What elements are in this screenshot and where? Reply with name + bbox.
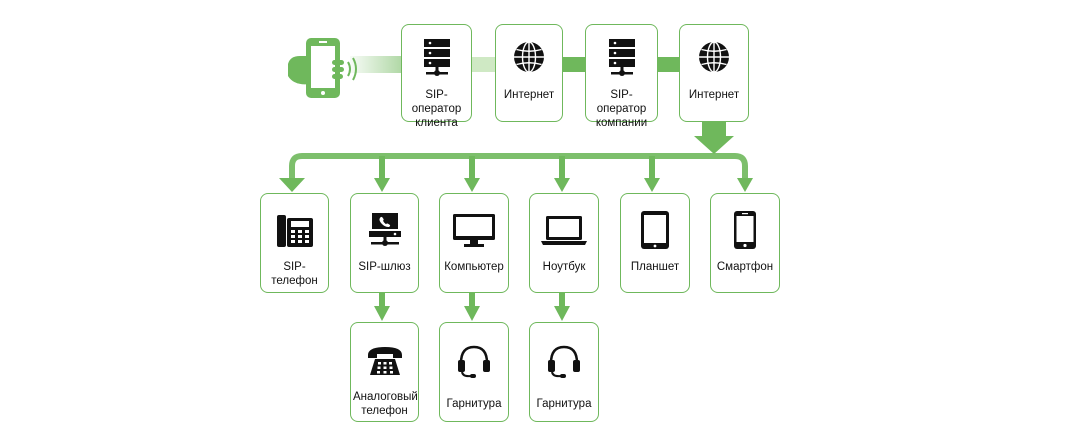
node-internet-2: Интернет bbox=[679, 24, 749, 122]
distribution-bus bbox=[289, 153, 748, 178]
tablet-icon bbox=[641, 211, 669, 249]
node-sip-gateway: SIP-шлюз bbox=[350, 193, 419, 293]
bottom-arrow-1 bbox=[374, 306, 390, 321]
top-link-2 bbox=[562, 57, 586, 72]
hand-holding-phone-icon bbox=[288, 38, 357, 98]
node-label: Гарнитура bbox=[446, 398, 502, 410]
top-link-1 bbox=[470, 57, 496, 72]
drop-arrow-2 bbox=[374, 178, 390, 192]
bottom-arrow-2 bbox=[464, 306, 480, 321]
node-label: SIP-телефон bbox=[271, 261, 318, 287]
node-label: SIP-оператор компании bbox=[595, 89, 648, 129]
node-internet-1: Интернет bbox=[495, 24, 563, 122]
server-icon bbox=[608, 39, 635, 76]
node-sip-operator-company: SIP-оператор компании bbox=[585, 24, 658, 129]
globe-icon bbox=[699, 41, 729, 73]
node-label: Интернет bbox=[688, 89, 740, 101]
headset-icon bbox=[458, 345, 490, 378]
headset-icon bbox=[548, 345, 580, 378]
main-arrow-head bbox=[694, 136, 734, 154]
node-sip-operator-client: SIP-оператор клиента bbox=[401, 24, 472, 129]
node-smartphone: Смартфон bbox=[710, 193, 780, 293]
node-label: Интернет bbox=[503, 89, 555, 101]
node-computer: Компьютер bbox=[439, 193, 509, 293]
node-label: Планшет bbox=[630, 261, 680, 273]
smartphone-icon bbox=[734, 211, 756, 249]
bottom-arrow-3 bbox=[554, 306, 570, 321]
server-icon bbox=[423, 39, 450, 76]
desk-phone-icon bbox=[276, 215, 313, 247]
drop-arrow-4 bbox=[554, 178, 570, 192]
node-label: Аналоговый телефон bbox=[353, 391, 418, 417]
node-label: Гарнитура bbox=[536, 398, 592, 410]
top-link-3 bbox=[657, 57, 681, 72]
node-laptop: Ноутбук bbox=[529, 193, 599, 293]
main-arrow-stem bbox=[702, 121, 726, 137]
node-label: Ноутбук bbox=[542, 261, 586, 273]
node-label: SIP-шлюз bbox=[358, 261, 411, 273]
node-sip-phone: SIP-телефон bbox=[260, 193, 329, 293]
globe-icon bbox=[514, 41, 544, 73]
monitor-icon bbox=[453, 214, 495, 247]
drop-arrow-5 bbox=[644, 178, 660, 192]
node-label: Компьютер bbox=[444, 261, 504, 273]
node-label: Смартфон bbox=[716, 261, 774, 273]
caller-link bbox=[350, 56, 402, 73]
voip-gateway-icon bbox=[368, 213, 401, 246]
laptop-icon bbox=[541, 216, 587, 245]
drop-arrow-1 bbox=[279, 178, 305, 192]
analog-phone-icon bbox=[367, 347, 402, 375]
drop-arrow-6 bbox=[737, 178, 753, 192]
node-label: SIP-оператор клиента bbox=[411, 89, 462, 129]
node-headset-2: Гарнитура bbox=[529, 322, 599, 422]
drop-arrow-3 bbox=[464, 178, 480, 192]
node-analog-phone: Аналоговый телефон bbox=[350, 322, 419, 422]
node-tablet: Планшет bbox=[620, 193, 690, 293]
node-headset-1: Гарнитура bbox=[439, 322, 509, 422]
